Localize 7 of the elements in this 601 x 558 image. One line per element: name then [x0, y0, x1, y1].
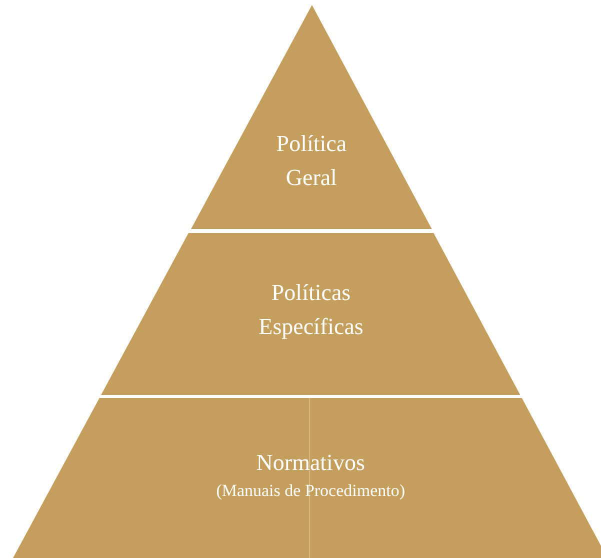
tier-title: Normativos: [256, 449, 365, 477]
tier-subtitle: (Manuais de Procedimento): [216, 480, 406, 502]
pyramid-tier: [101, 233, 521, 395]
tier-title: Políticas Específicas: [258, 279, 364, 341]
tier-title: Política Geral: [275, 130, 348, 192]
pyramid-tier: [191, 5, 432, 229]
pyramid-tier: [13, 398, 601, 558]
